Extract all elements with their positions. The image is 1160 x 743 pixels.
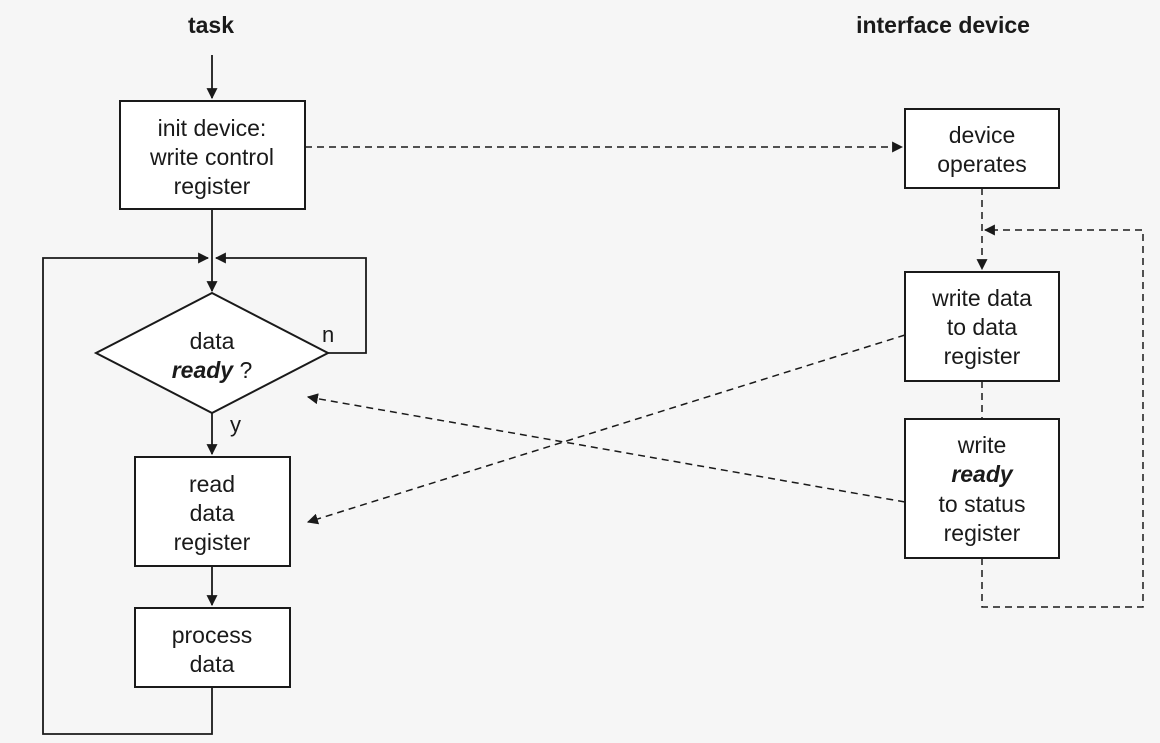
yes-label: y	[230, 412, 241, 437]
process-line-2: data	[190, 651, 235, 677]
write-ready-emphasis: ready	[951, 461, 1014, 487]
device-loop-arrow	[981, 224, 1144, 608]
init-line-2: write control	[149, 144, 274, 170]
decision-ready-emphasis: ready	[172, 357, 235, 383]
write-data-line-3: register	[944, 343, 1021, 369]
init-line-1: init device:	[158, 115, 267, 141]
outer-loop-arrow	[42, 252, 213, 735]
device-column-header: interface device	[856, 12, 1030, 38]
write-ready-status-box: write ready to status register	[904, 418, 1060, 559]
read-line-3: register	[174, 529, 251, 555]
write-ready-line-4: register	[944, 520, 1021, 546]
task-column-header: task	[188, 12, 234, 38]
no-loop-arrow	[214, 252, 367, 354]
write-data-register-box: write data to data register	[904, 271, 1060, 382]
write-data-line-1: write data	[931, 285, 1032, 311]
operates-line-2: operates	[937, 151, 1027, 177]
status-to-decision-arrow	[306, 393, 906, 503]
data-register-to-read-arrow	[306, 334, 906, 525]
read-data-register-box: read data register	[134, 456, 291, 567]
process-data-box: process data	[134, 607, 291, 688]
read-line-1: read	[189, 471, 235, 497]
write-ready-line-3: to status	[939, 491, 1026, 517]
decision-question-mark: ?	[233, 357, 252, 383]
init-device-box: init device: write control register	[119, 100, 306, 210]
no-label: n	[322, 322, 334, 347]
data-ready-decision: data ready ?	[93, 291, 331, 415]
decision-line-2: ready ?	[172, 357, 253, 383]
write-ready-line-1: write	[957, 432, 1007, 458]
init-line-3: register	[174, 173, 251, 199]
operates-line-1: device	[949, 122, 1015, 148]
decision-line-1: data	[190, 328, 235, 354]
write-data-line-2: to data	[947, 314, 1018, 340]
read-line-2: data	[190, 500, 235, 526]
process-line-1: process	[172, 622, 253, 648]
device-operates-box: device operates	[904, 108, 1060, 189]
